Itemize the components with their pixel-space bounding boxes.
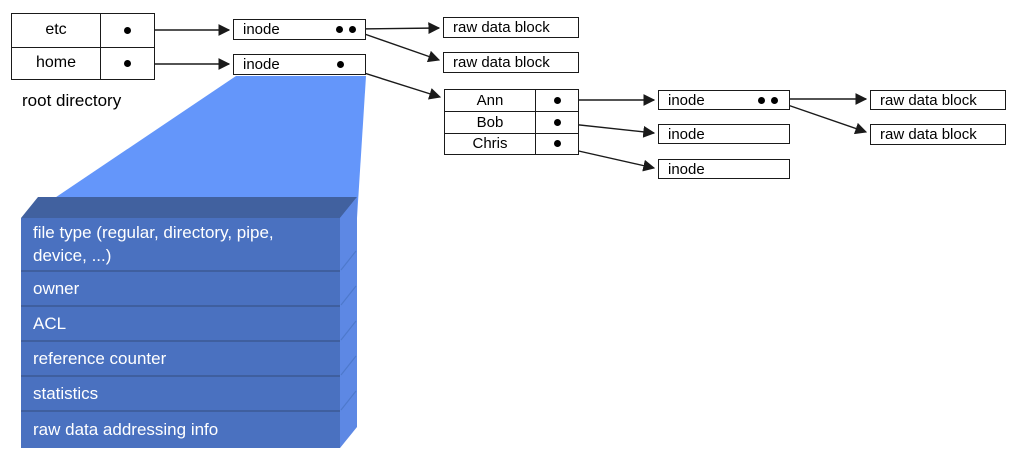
inode-zoom-funnel [25, 76, 366, 218]
dir-entry-name: Bob [476, 113, 504, 131]
inode-field-statistics: statistics [21, 375, 340, 410]
dir-entry-name: Chris [472, 135, 508, 153]
pointer-dot-icon [553, 118, 561, 126]
inode-field-raw-data-addressing: raw data addressing info [21, 410, 340, 448]
stack-side-divider-lines [340, 250, 357, 411]
raw-data-block-box: raw data block [870, 90, 1006, 110]
raw-data-block-label: raw data block [880, 126, 977, 143]
dir-entry-pointer-cell [535, 112, 578, 133]
raw-data-block-box: raw data block [443, 17, 579, 38]
raw-data-block-box: raw data block [870, 124, 1006, 145]
dir-entry-row: Bob [445, 111, 578, 133]
pointer-dot-icon [553, 140, 561, 148]
root-directory-label: root directory [22, 91, 122, 110]
inode-label: inode [243, 21, 280, 38]
pointer-dot-icon [336, 26, 343, 33]
dir-entry-pointer-cell [100, 14, 154, 47]
stack-top-face [21, 197, 357, 218]
pointer-dot-icon [337, 61, 344, 68]
raw-data-block-label: raw data block [453, 54, 550, 71]
inode-field-file-type: file type (regular, directory, pipe, dev… [21, 218, 340, 270]
dir-entry-name: home [35, 54, 77, 72]
inode-label: inode [668, 91, 705, 109]
raw-data-block-label: raw data block [453, 19, 550, 36]
dir-entry-pointer-cell [535, 90, 578, 112]
arrow-anninode-to-rawblock2 [778, 101, 868, 135]
dir-entry-pointer-cell [100, 47, 154, 79]
chris-inode-box: inode [658, 159, 790, 179]
raw-data-block-box: raw data block [443, 52, 579, 73]
etc-inode-box: inode [233, 19, 366, 40]
dir-entry-row: Ann [445, 90, 578, 112]
dir-entry-name: etc [45, 21, 67, 39]
pointer-dot-icon [124, 59, 131, 67]
dir-entry-row: etc [12, 14, 154, 47]
arrow-etcinode-to-rawblock1 [354, 22, 441, 35]
inode-label: inode [243, 56, 280, 73]
inode-label: inode [668, 160, 705, 178]
dir-entry-pointer-cell [535, 133, 578, 154]
dir-entry-row: home [12, 46, 154, 79]
inode-field-owner: owner [21, 270, 340, 305]
inode-detail-stack: file type (regular, directory, pipe, dev… [21, 218, 340, 448]
pointer-dot-icon [758, 97, 765, 104]
ann-inode-box: inode [658, 90, 790, 110]
inode-field-reference-counter: reference counter [21, 340, 340, 375]
home-inode-box: inode [233, 54, 366, 75]
dir-entry-name: Ann [476, 92, 504, 110]
home-directory-table: Ann Bob Chris [444, 89, 579, 155]
inode-label: inode [668, 125, 705, 143]
raw-data-block-label: raw data block [880, 91, 977, 109]
bob-inode-box: inode [658, 124, 790, 144]
pointer-dot-icon [771, 97, 778, 104]
root-directory-table: etc home [11, 13, 155, 80]
arrow-etcinode-to-rawblock2 [355, 30, 441, 63]
inode-field-acl: ACL [21, 305, 340, 340]
pointer-dot-icon [124, 26, 131, 34]
dir-entry-row: Chris [445, 132, 578, 154]
stack-side-face [340, 197, 357, 448]
pointer-dot-icon [349, 26, 356, 33]
pointer-dot-icon [553, 97, 561, 105]
